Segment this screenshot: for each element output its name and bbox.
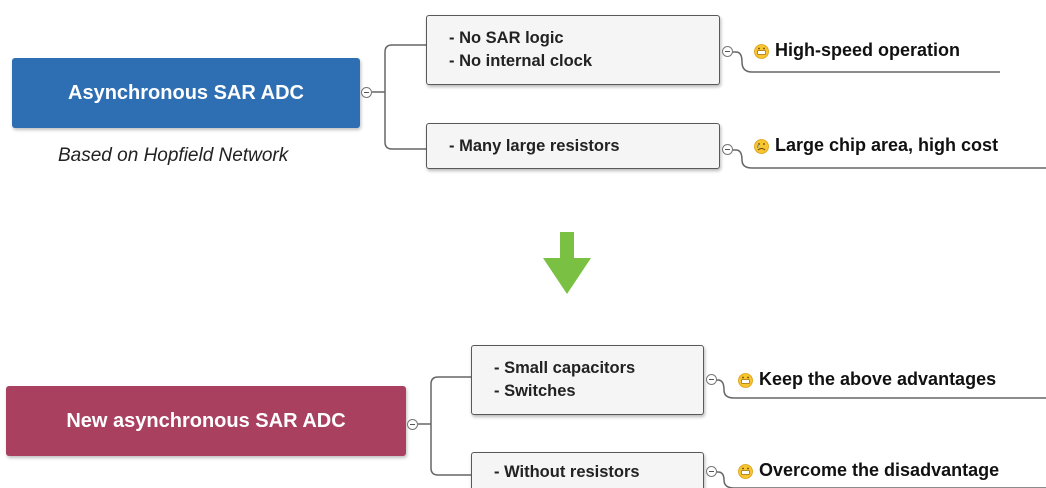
topic-line: - No internal clock <box>449 52 593 70</box>
topic-line: - No SAR logic <box>449 29 564 47</box>
root-node-asynchronous-sar-adc[interactable]: Asynchronous SAR ADC <box>12 58 360 128</box>
topic-line: - Small capacitors <box>494 359 636 377</box>
leaf-label: High-speed operation <box>775 40 961 60</box>
down-arrow-icon <box>543 232 591 294</box>
collapse-icon[interactable] <box>706 466 717 477</box>
leaf-overcome-the-disadvantage[interactable]: Overcome the disadvantage <box>738 460 999 481</box>
root-caption: Based on Hopfield Network <box>58 145 289 166</box>
leaf-large-chip-area[interactable]: Large chip area, high cost <box>754 135 998 156</box>
leaf-keep-the-above-advantages[interactable]: Keep the above advantages <box>738 369 996 390</box>
leaf-label: Overcome the disadvantage <box>759 460 1000 480</box>
topic-box-no-sar-logic[interactable]: - No SAR logic - No internal clock <box>426 15 720 85</box>
leaf-label: Large chip area, high cost <box>775 135 999 155</box>
root-node-label: New asynchronous SAR ADC <box>66 409 346 432</box>
topic-line: - Switches <box>494 382 576 400</box>
topic-box-without-resistors[interactable]: - Without resistors <box>471 452 704 488</box>
leaf-high-speed-operation[interactable]: High-speed operation <box>754 40 960 61</box>
collapse-icon[interactable] <box>706 374 717 385</box>
leaf-label: Keep the above advantages <box>759 369 997 389</box>
topic-box-small-capacitors[interactable]: - Small capacitors - Switches <box>471 345 704 415</box>
topic-line: - Without resistors <box>494 463 640 481</box>
collapse-icon[interactable] <box>722 46 733 57</box>
topic-line: - Many large resistors <box>449 136 620 155</box>
collapse-icon[interactable] <box>407 419 418 430</box>
topic-box-many-large-resistors[interactable]: - Many large resistors <box>426 123 720 169</box>
happy-face-icon <box>754 43 769 59</box>
happy-face-icon <box>738 372 753 388</box>
crying-face-icon <box>754 138 769 154</box>
root-node-label: Asynchronous SAR ADC <box>68 81 304 104</box>
root-node-new-asynchronous-sar-adc[interactable]: New asynchronous SAR ADC <box>6 386 406 456</box>
happy-face-icon <box>738 463 753 479</box>
collapse-icon[interactable] <box>361 87 372 98</box>
collapse-icon[interactable] <box>722 144 733 155</box>
